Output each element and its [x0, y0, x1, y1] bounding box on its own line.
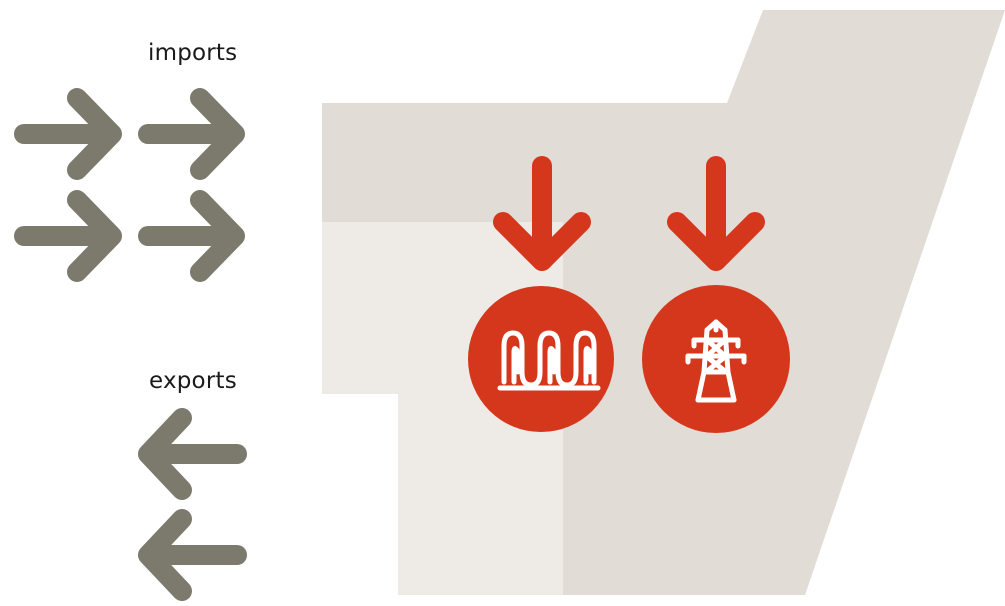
import-arrows	[14, 88, 245, 282]
power-pylon-node	[642, 285, 790, 433]
arrow-down-icon	[667, 156, 765, 271]
arrow-right-icon	[138, 88, 245, 180]
power-pylon-icon	[685, 319, 747, 403]
arrow-right-icon	[138, 190, 245, 282]
export-arrows	[138, 408, 247, 601]
arrow-right-icon	[14, 88, 122, 180]
imports-label: imports	[148, 40, 238, 66]
flow-arrows	[493, 156, 765, 271]
heating-coil-icon	[497, 330, 601, 391]
heating-coil-node	[468, 286, 614, 432]
arrow-right-icon	[14, 190, 122, 282]
exports-label: exports	[149, 368, 237, 394]
arrow-left-icon	[138, 509, 247, 601]
arrow-left-icon	[138, 408, 247, 500]
arrow-down-icon	[493, 156, 591, 271]
